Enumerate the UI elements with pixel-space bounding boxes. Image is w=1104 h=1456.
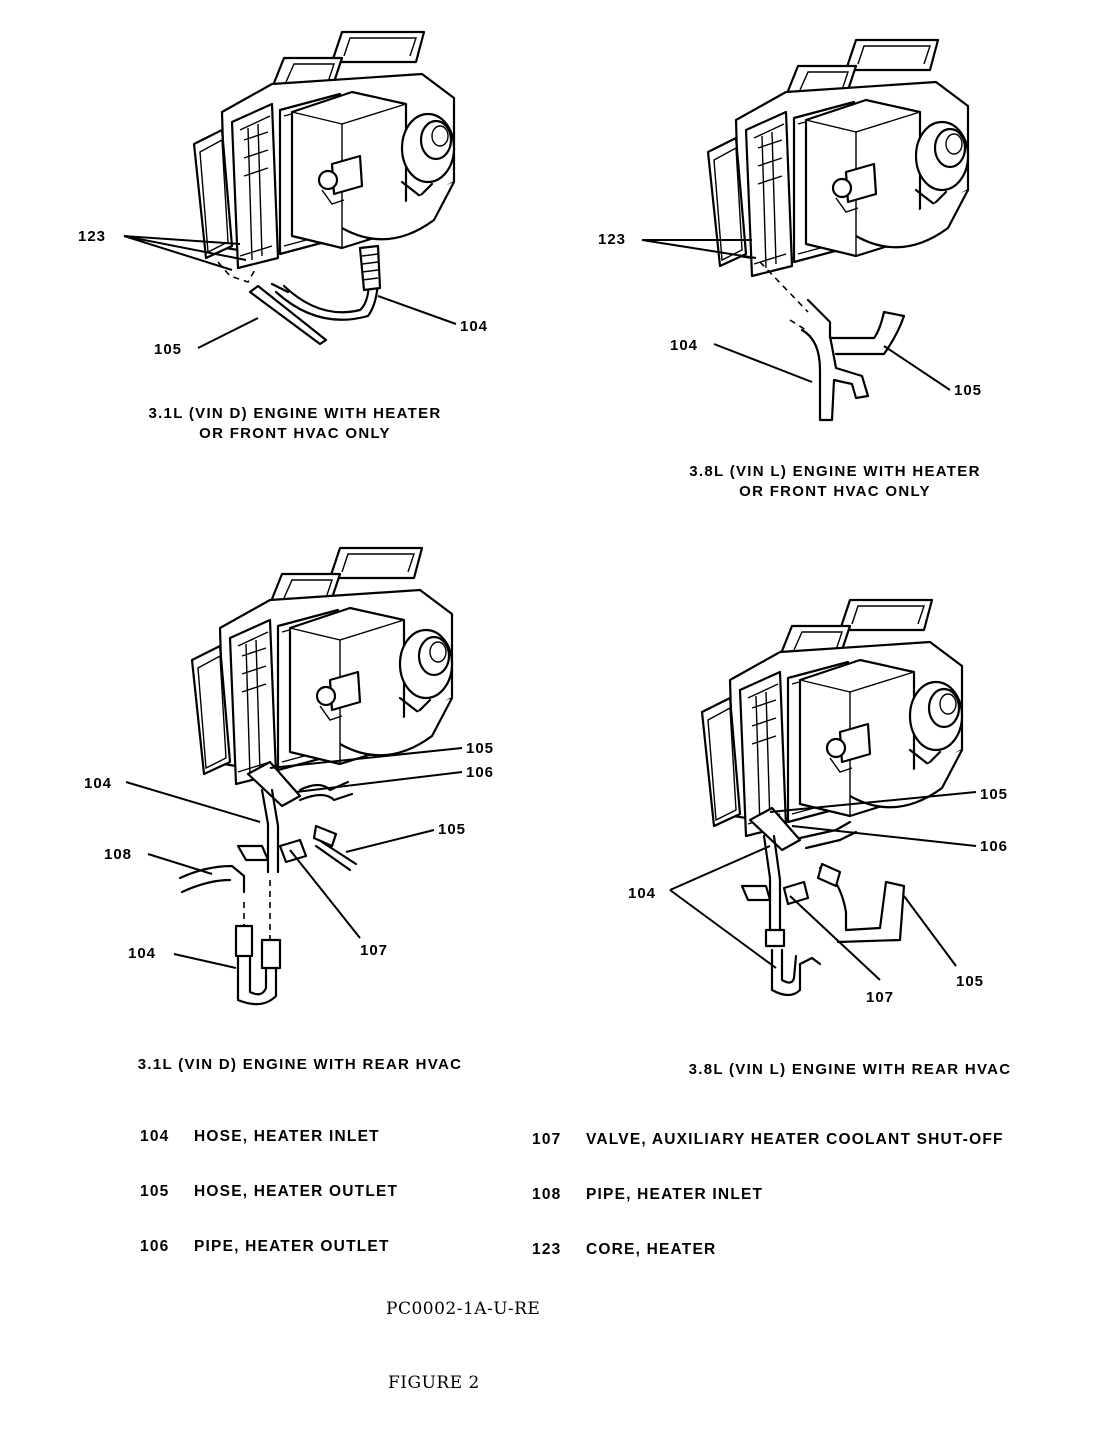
callout-123: 123 — [598, 231, 627, 248]
callout-104: 104 — [84, 775, 113, 792]
callout-105: 105 — [154, 341, 183, 358]
callout-123: 123 — [78, 228, 107, 245]
callout-104: 104 — [460, 318, 489, 335]
callout-104: 104 — [628, 885, 657, 902]
callout-105: 105 — [956, 973, 985, 990]
figure-label: FIGURE 2 — [388, 1373, 480, 1393]
callout-105: 105 — [466, 740, 495, 757]
callout-105: 105 — [954, 382, 983, 399]
panel-2-caption: 3.8L (VIN L) ENGINE WITH HEATER OR FRONT… — [689, 463, 981, 500]
panel-1-caption: 3.1L (VIN D) ENGINE WITH HEATER OR FRONT… — [148, 405, 442, 442]
panel-4-caption: 3.8L (VIN L) ENGINE WITH REAR HVAC — [688, 1061, 1012, 1078]
panel-3-caption: 3.1L (VIN D) ENGINE WITH REAR HVAC — [137, 1056, 463, 1073]
callout-107: 107 — [360, 942, 389, 959]
callout-104: 104 — [128, 945, 157, 962]
callout-105: 105 — [438, 821, 467, 838]
callout-107: 107 — [866, 989, 895, 1006]
callout-105: 105 — [980, 786, 1009, 803]
figure-code: PC0002-1A-U-RE — [386, 1299, 541, 1319]
dashed-connection — [217, 261, 257, 283]
callout-106: 106 — [980, 838, 1009, 855]
callout-106: 106 — [466, 764, 495, 781]
callout-108: 108 — [104, 846, 133, 863]
callout-104: 104 — [670, 337, 699, 354]
